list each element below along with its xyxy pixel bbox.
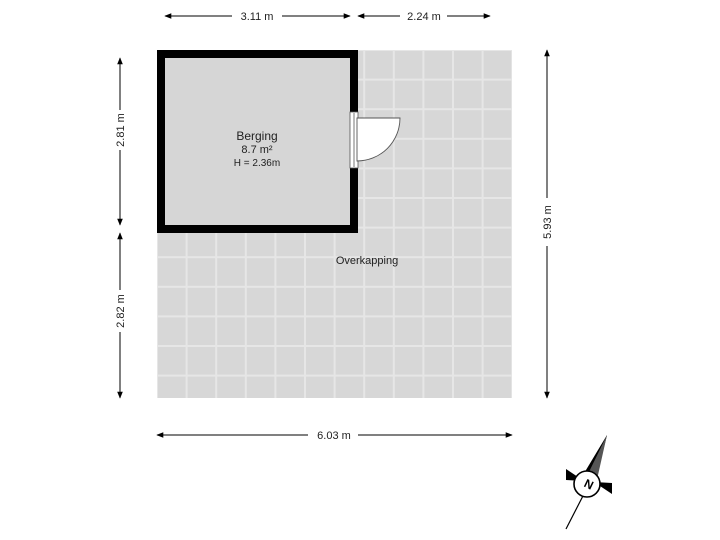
dimension-left-lower-label: 2.82 m xyxy=(115,294,127,328)
dimension-left-upper: 2.81 m xyxy=(115,57,127,226)
dimension-right: 5.93 m xyxy=(542,49,554,399)
berging-height: H = 2.36m xyxy=(234,158,280,169)
dimension-left-upper-label: 2.81 m xyxy=(115,113,127,147)
berging-area: 8.7 m² xyxy=(241,144,273,156)
dimension-left-lower: 2.82 m xyxy=(115,232,127,399)
dimension-top-right: 2.24 m xyxy=(357,11,491,23)
dimension-top-left-label: 3.11 m xyxy=(241,11,274,23)
dimension-top-left: 3.11 m xyxy=(164,11,351,23)
dimension-bottom-label: 6.03 m xyxy=(317,430,351,442)
dimension-right-label: 5.93 m xyxy=(542,205,554,239)
berging-walls xyxy=(157,50,358,233)
compass-icon: N xyxy=(565,435,612,530)
berging-floor xyxy=(162,55,353,228)
dimension-bottom: 6.03 m xyxy=(156,430,513,442)
overkapping-name: Overkapping xyxy=(336,255,398,267)
berging-name: Berging xyxy=(236,129,277,143)
dimension-top-right-label: 2.24 m xyxy=(407,11,441,23)
door-symbol xyxy=(349,111,401,169)
